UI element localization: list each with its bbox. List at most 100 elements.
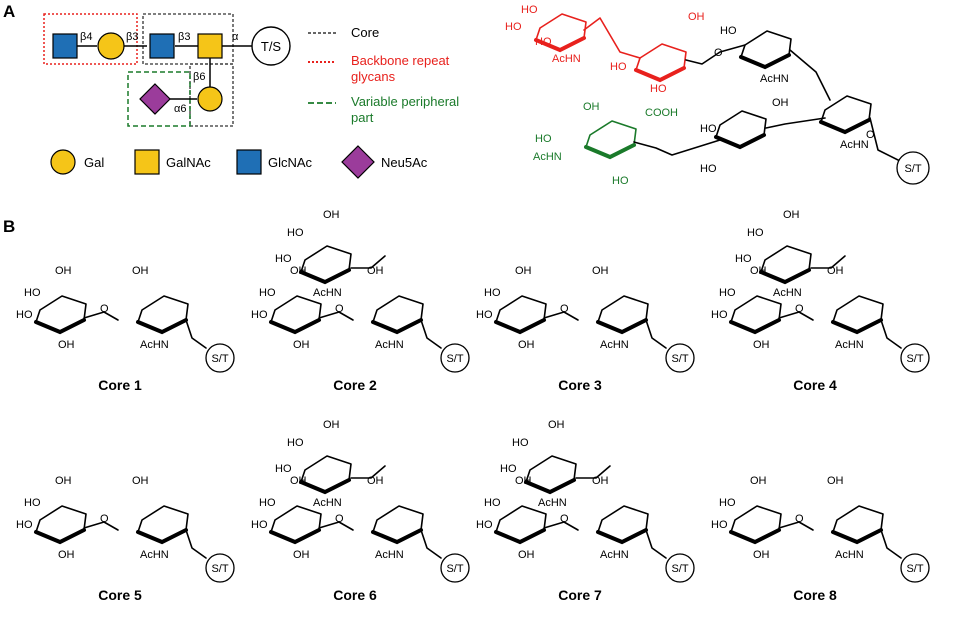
atom-label: HO (650, 83, 667, 95)
st-circle (205, 343, 235, 373)
st-circle (440, 343, 470, 373)
st-circle (665, 553, 695, 583)
st-label: S/T (671, 353, 688, 365)
atom-label: HO (747, 227, 764, 239)
atom-label: HO (719, 287, 736, 299)
atom-label: HO (16, 309, 33, 321)
legend-glcnac: GlcNAc (268, 155, 313, 170)
atom-label: O (714, 47, 723, 59)
atom-label: AcHN (140, 339, 169, 351)
atom-label: OH (293, 549, 310, 561)
panel-b-label: B (3, 217, 15, 236)
link-beta4: β4 (80, 31, 92, 43)
atom-label: AcHN (835, 339, 864, 351)
glcnac-square (149, 33, 175, 59)
atom-label: AcHN (313, 287, 342, 299)
atom-label: OH (58, 549, 75, 561)
link-alpha: α (232, 31, 239, 43)
st-circle (205, 553, 235, 583)
legend-variable-2: part (351, 110, 374, 125)
atom-label: OH (592, 265, 609, 277)
core-label: Core 7 (558, 587, 602, 603)
atom-label: OH (367, 475, 384, 487)
glcnac-square (52, 33, 78, 59)
atom-label: OH (753, 339, 770, 351)
atom-label: OH (132, 265, 149, 277)
atom-label: AcHN (538, 497, 567, 509)
atom-label: HO (287, 437, 304, 449)
legend-neu5ac: Neu5Ac (381, 155, 428, 170)
atom-label: OH (518, 549, 535, 561)
core-box-lower (189, 63, 234, 127)
st-circle (665, 343, 695, 373)
ts-label: T/S (261, 39, 282, 54)
atom-label: HO (275, 253, 292, 265)
st-label: S/T (211, 563, 228, 575)
atom-label: HO (512, 437, 529, 449)
atom-label: HO (24, 497, 41, 509)
atom-label: OH (688, 11, 705, 23)
core-label: Core 6 (333, 587, 377, 603)
atom-label: OH (55, 475, 72, 487)
atom-label: HO (259, 287, 276, 299)
core-label: Core 4 (793, 377, 837, 393)
core-label: Core 5 (98, 587, 142, 603)
legend-galnac: GalNAc (166, 155, 211, 170)
st-label: S/T (906, 563, 923, 575)
atom-label: HO (720, 25, 737, 37)
atom-label: OH (583, 101, 600, 113)
atom-label: O (335, 303, 344, 315)
atom-label: AcHN (835, 549, 864, 561)
atom-label: AcHN (552, 53, 581, 65)
atom-label: HO (505, 21, 522, 33)
atom-label: OH (55, 265, 72, 277)
atom-label: HO (535, 133, 552, 145)
atom-label: OH (323, 209, 340, 221)
st-label: S/T (446, 563, 463, 575)
atom-label: OH (548, 419, 565, 431)
atom-label: OH (772, 97, 789, 109)
atom-label: HO (251, 519, 268, 531)
atom-label: AcHN (140, 549, 169, 561)
atom-label: HO (711, 519, 728, 531)
atom-label: AcHN (313, 497, 342, 509)
atom-label: OH (592, 475, 609, 487)
gal-circle (97, 32, 125, 60)
atom-label: HO (612, 175, 629, 187)
atom-label: HO (476, 519, 493, 531)
neu5ac-diamond (139, 83, 171, 115)
neu5ac-legend-icon (341, 145, 375, 179)
atom-label: AcHN (375, 339, 404, 351)
atom-label: OH (367, 265, 384, 277)
legend-variable: Variable peripheral (351, 94, 459, 109)
st-label: S/T (446, 353, 463, 365)
atom-label: HO (610, 61, 627, 73)
atom-label: AcHN (375, 549, 404, 561)
gal-circle (197, 86, 223, 112)
atom-label: AcHN (773, 287, 802, 299)
atom-label: O (100, 513, 109, 525)
st-label: S/T (671, 563, 688, 575)
atom-label: OH (827, 265, 844, 277)
atom-label: O (866, 129, 875, 141)
link-beta3: β3 (178, 31, 190, 43)
link-beta3: β3 (126, 31, 138, 43)
st-circle (900, 553, 930, 583)
atom-label: HO (711, 309, 728, 321)
atom-label: HO (735, 253, 752, 265)
legend-backbone: Backbone repeat (351, 53, 450, 68)
atom-label: HO (500, 463, 517, 475)
atom-label: OH (132, 475, 149, 487)
core-label: Core 3 (558, 377, 602, 393)
atom-label: AcHN (533, 151, 562, 163)
atom-label: OH (827, 475, 844, 487)
atom-label: HO (476, 309, 493, 321)
atom-label: HO (484, 497, 501, 509)
atom-label: HO (275, 463, 292, 475)
glcnac-legend-icon (236, 149, 262, 175)
atom-label: AcHN (600, 339, 629, 351)
atom-label: OH (515, 265, 532, 277)
